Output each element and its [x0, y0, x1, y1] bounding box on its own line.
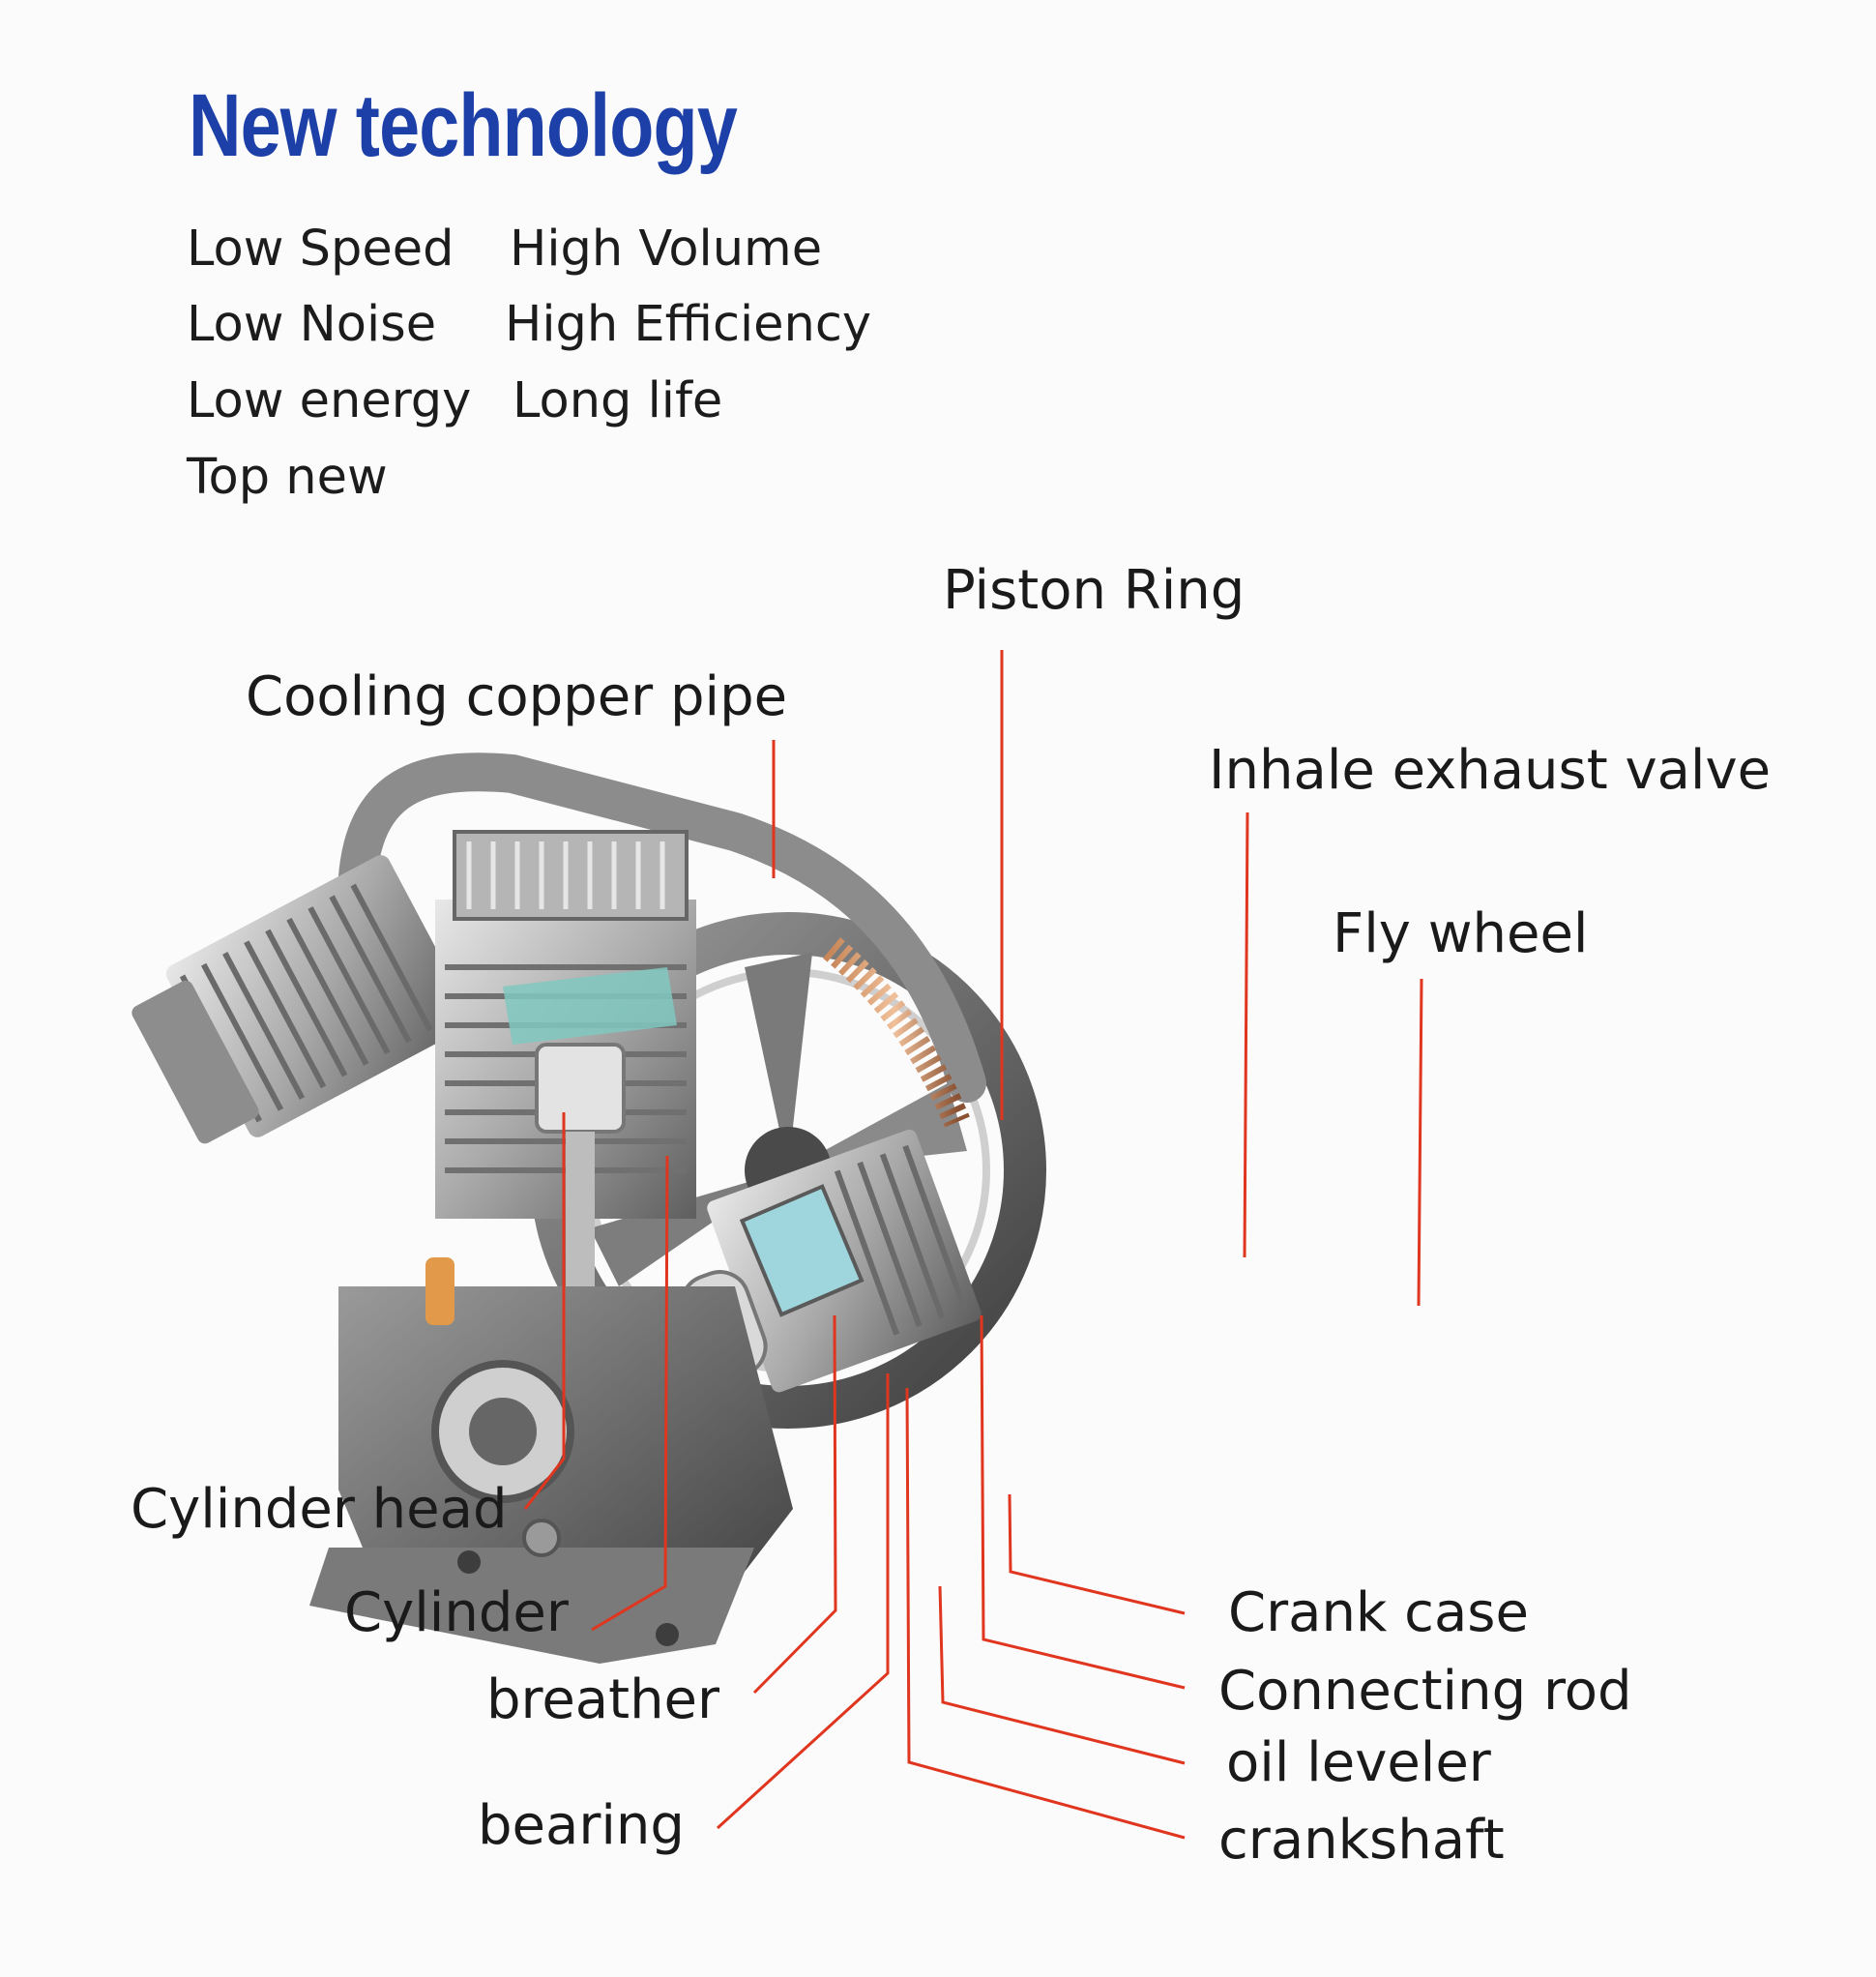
label-piston-ring: Piston Ring	[943, 559, 1246, 622]
label-breather: breather	[486, 1668, 720, 1731]
label-cylinder: Cylinder	[344, 1581, 569, 1644]
feature-high-volume: High Volume	[510, 221, 823, 278]
label-inhale-exhaust-valve: Inhale exhaust valve	[1209, 739, 1772, 802]
label-crank-case: Crank case	[1228, 1581, 1529, 1644]
compressor-illustration	[132, 752, 1046, 1664]
leader-cylinder	[591, 1155, 669, 1632]
label-cooling-copper-pipe: Cooling copper pipe	[246, 665, 788, 728]
page-title: New technology	[189, 76, 738, 175]
leader-bearing	[716, 1373, 890, 1830]
leader-crank-case	[1008, 1493, 1186, 1615]
label-oil-leveler: oil leveler	[1226, 1731, 1491, 1794]
feature-top-new: Top new	[187, 449, 388, 506]
label-cylinder-head: Cylinder head	[131, 1478, 508, 1541]
center-cylinder-shape	[435, 830, 696, 1306]
label-connecting-rod: Connecting rod	[1218, 1660, 1632, 1723]
leader-inhale-exhaust-valve	[1243, 811, 1249, 1258]
leader-lines	[523, 650, 1423, 1840]
cooling-pipe-shape	[337, 752, 986, 1103]
label-crankshaft: crankshaft	[1218, 1809, 1505, 1872]
feature-low-speed: Low Speed	[187, 221, 454, 278]
feature-high-efficiency: High Efficiency	[505, 296, 872, 353]
label-bearing: bearing	[478, 1794, 685, 1857]
leader-oil-leveler	[938, 1585, 1186, 1765]
right-cylinder-shape	[680, 1129, 982, 1393]
leader-crankshaft	[905, 1387, 1186, 1840]
feature-low-noise: Low Noise	[187, 296, 437, 353]
leader-cylinder-head	[523, 1112, 566, 1510]
left-cylinder-shape	[132, 855, 473, 1144]
label-fly-wheel: Fly wheel	[1333, 902, 1589, 965]
crankcase-shape	[309, 1257, 793, 1664]
feature-low-energy: Low energy	[187, 372, 472, 429]
leader-connecting-rod	[980, 1314, 1186, 1690]
feature-long-life: Long life	[513, 372, 723, 429]
leader-fly-wheel	[1417, 978, 1423, 1307]
leader-breather	[752, 1314, 837, 1695]
